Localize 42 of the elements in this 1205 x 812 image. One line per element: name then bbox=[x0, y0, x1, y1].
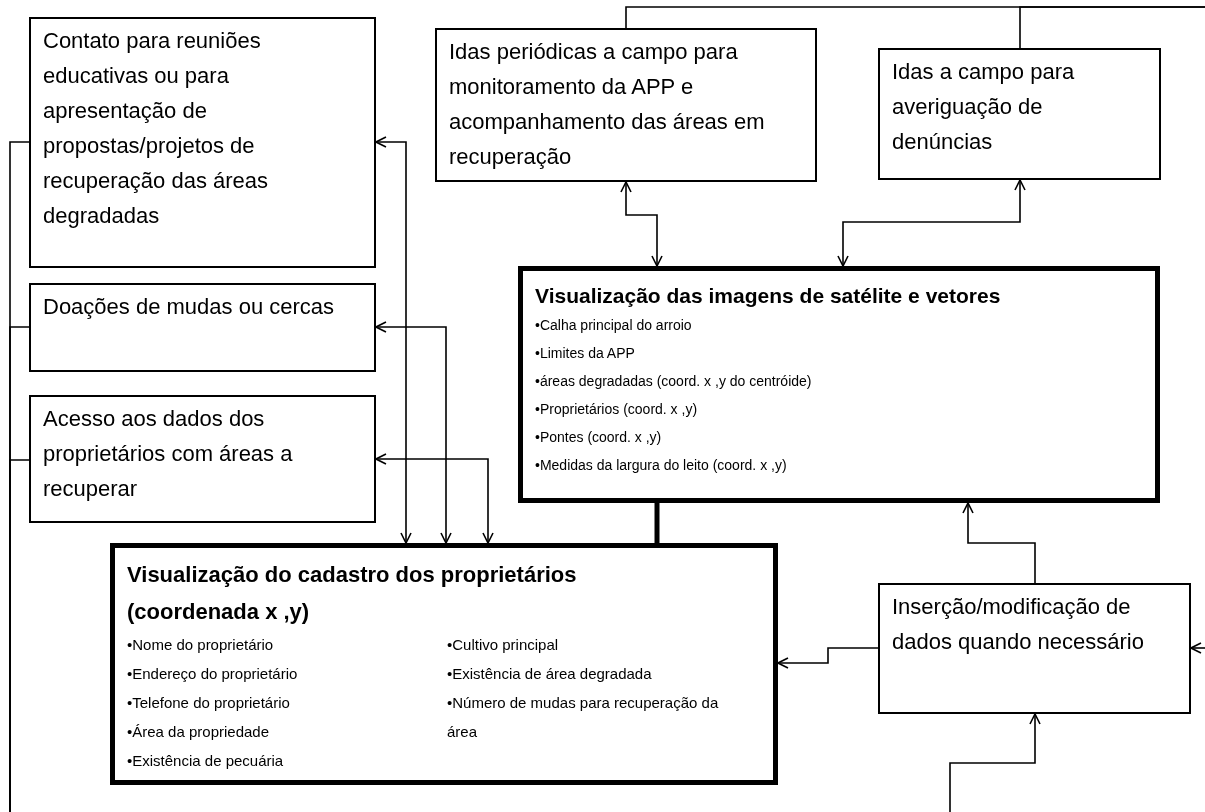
box-text: Acesso aos dados dos proprietários com áreas a recuperar bbox=[43, 405, 294, 503]
bullet-item: •Calha principal do arroio bbox=[535, 316, 693, 335]
connector-line bbox=[654, 503, 660, 543]
box-text: Contato para reuniões educativas ou para apresentação de propostas/projetos de recuperação das áreas degradadas bbox=[43, 27, 270, 230]
box-heading: Visualização das imagens de satélite e vetores bbox=[535, 283, 1002, 309]
bullet-item: •Área da propriedade bbox=[127, 722, 271, 742]
bullet-item: •Limites da APP bbox=[535, 344, 636, 363]
process-box bbox=[110, 543, 778, 785]
arrow bbox=[375, 321, 452, 544]
connector-line bbox=[9, 459, 30, 812]
bullet-item: •Telefone do proprietário bbox=[127, 693, 291, 713]
process-box bbox=[435, 28, 817, 182]
arrow bbox=[1190, 642, 1205, 654]
bullet-item: •áreas degradadas (coord. x ,y do centróide) bbox=[535, 372, 813, 391]
box-text: Idas a campo para averiguação de denúncias bbox=[892, 58, 1076, 156]
bullet-item: •Número de mudas para recuperação da área bbox=[447, 693, 720, 742]
bullet-item: •Medidas da largura do leito (coord. x ,y) bbox=[535, 456, 788, 475]
arrow bbox=[375, 136, 412, 544]
arrow bbox=[962, 502, 1036, 584]
process-box bbox=[518, 266, 1160, 503]
arrow bbox=[777, 647, 879, 669]
process-box bbox=[878, 583, 1191, 714]
bullet-item: •Nome do proprietário bbox=[127, 635, 275, 655]
bullet-item: •Endereço do proprietário bbox=[127, 664, 299, 684]
bullet-item: •Cultivo principal bbox=[447, 635, 560, 655]
arrow bbox=[620, 181, 663, 267]
box-text: Inserção/modificação de dados quando necessário bbox=[892, 593, 1145, 656]
box-heading: Visualização do cadastro dos proprietários (coordenada x ,y) bbox=[127, 561, 578, 626]
process-box bbox=[29, 395, 376, 523]
box-text: Doações de mudas ou cercas bbox=[43, 293, 336, 321]
bullet-item: •Existência de pecuária bbox=[127, 751, 285, 771]
connector-line bbox=[1019, 6, 1205, 49]
process-box bbox=[878, 48, 1161, 180]
process-box bbox=[29, 283, 376, 372]
arrow bbox=[949, 713, 1041, 812]
box-text: Idas periódicas a campo para monitoramento da APP e acompanhamento das áreas em recuperação bbox=[449, 38, 766, 171]
bullet-item: •Proprietários (coord. x ,y) bbox=[535, 400, 699, 419]
arrow bbox=[837, 179, 1026, 267]
bullet-item: •Pontes (coord. x ,y) bbox=[535, 428, 663, 447]
process-box bbox=[29, 17, 376, 268]
arrow bbox=[375, 453, 494, 544]
bullet-item: •Existência de área degradada bbox=[447, 664, 653, 684]
